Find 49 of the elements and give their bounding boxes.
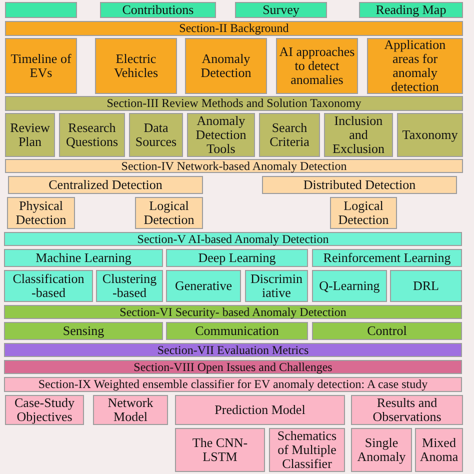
section-banner: Section-III Review Methods and Solution Taxonomy bbox=[5, 96, 463, 111]
topic-box: Schematics of Multiple Classifier bbox=[269, 428, 345, 472]
topic-box: Reading Map bbox=[359, 2, 463, 18]
topic-box: Deep Learning bbox=[166, 249, 308, 267]
topic-box: Logical Detection bbox=[330, 197, 397, 229]
topic-box: Control bbox=[312, 322, 462, 340]
topic-box: Logical Detection bbox=[135, 197, 203, 229]
topic-box: Clustering -based bbox=[96, 270, 163, 302]
topic-box: Generative bbox=[166, 270, 241, 302]
topic-box: Q-Learning bbox=[312, 270, 387, 302]
topic-box: Timeline of EVs bbox=[5, 38, 77, 94]
section-banner: Section-VII Evaluation Metrics bbox=[4, 343, 462, 357]
topic-box: Taxonomy bbox=[397, 113, 463, 157]
topic-box: Discrimin iative bbox=[245, 270, 308, 302]
topic-box: Classification -based bbox=[4, 270, 93, 302]
topic-box: Results and Observations bbox=[351, 395, 463, 425]
topic-box: Search Criteria bbox=[259, 113, 320, 157]
topic-box: Sensing bbox=[4, 322, 163, 340]
topic-box: Case-Study Objectives bbox=[5, 395, 84, 425]
section-banner: Section-VIII Open Issues and Challenges bbox=[4, 360, 462, 374]
topic-box: Distributed Detection bbox=[262, 176, 457, 194]
topic-box: DRL bbox=[390, 270, 462, 302]
topic-box: Physical Detection bbox=[7, 197, 75, 229]
topic-box: Electric Vehicles bbox=[95, 38, 177, 94]
topic-box: Anomaly Detection bbox=[185, 38, 267, 94]
topic-box: Mixed Anoma bbox=[415, 428, 463, 472]
topic-box: The CNN- LSTM bbox=[175, 428, 265, 472]
topic-box: Research Questions bbox=[59, 113, 125, 157]
section-banner: Section-IV Network-based Anomaly Detection bbox=[5, 159, 463, 173]
topic-box: Review Plan bbox=[5, 113, 55, 157]
topic-box: Prediction Model bbox=[175, 395, 345, 425]
topic-box: AI approaches to detect anomalies bbox=[276, 38, 358, 94]
topic-box: Inclusion and Exclusion bbox=[324, 113, 393, 157]
topic-box: Data Sources bbox=[129, 113, 183, 157]
topic-box: Single Anomaly bbox=[351, 428, 412, 472]
topic-box: Anomaly Detection Tools bbox=[187, 113, 255, 157]
section-banner: Section-V AI-based Anomaly Detection bbox=[4, 232, 462, 246]
topic-box: Application areas for anomaly detection bbox=[367, 38, 463, 94]
topic-box: Communication bbox=[166, 322, 308, 340]
topic-box: Reinforcement Learning bbox=[312, 249, 462, 267]
topic-box: Survey bbox=[235, 2, 327, 18]
topic-box bbox=[5, 2, 77, 18]
section-banner: Section-VI Security- based Anomaly Detection bbox=[4, 305, 462, 319]
section-banner: Section-IX Weighted ensemble classifier for EV anomaly detection: A case study bbox=[4, 377, 462, 392]
topic-box: Centralized Detection bbox=[8, 176, 203, 194]
topic-box: Contributions bbox=[100, 2, 216, 18]
section-banner: Section-II Background bbox=[5, 21, 463, 36]
topic-box: Network Model bbox=[93, 395, 168, 425]
topic-box: Machine Learning bbox=[4, 249, 163, 267]
